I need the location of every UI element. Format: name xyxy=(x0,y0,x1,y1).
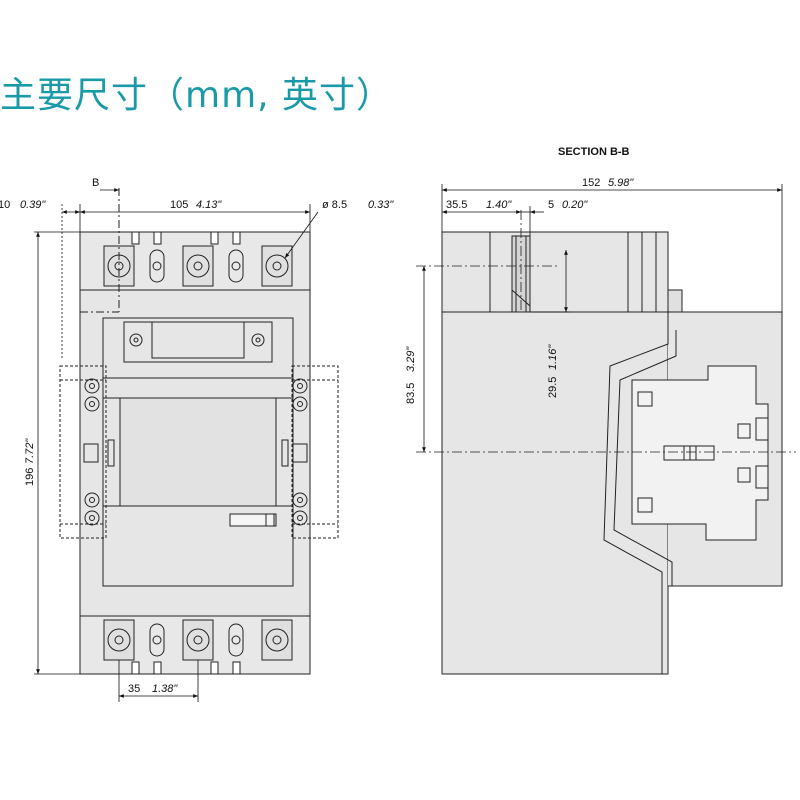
dim-295-mm: 29.5 xyxy=(547,377,559,398)
front-view xyxy=(59,188,339,675)
dim-196-mm: 196 xyxy=(24,468,36,486)
side-view xyxy=(441,231,783,675)
upper-block xyxy=(441,231,669,313)
dim-355-inch: 1.40" xyxy=(486,199,512,211)
section-marker-b: B xyxy=(92,177,99,189)
dim-105-mm: 105 xyxy=(170,199,188,211)
dim-5-mm: 5 xyxy=(548,199,554,211)
dim-196-inch: 7.72" xyxy=(24,438,36,464)
dim-35-mm: 35 xyxy=(128,683,140,695)
left-screws xyxy=(83,378,100,526)
dim-152-mm: 152 xyxy=(582,177,600,189)
right-accessory xyxy=(291,365,339,539)
dim-295-inch: 1.16" xyxy=(547,344,559,370)
dim-105-inch: 4.13" xyxy=(196,199,222,211)
bottom-terminal-holes xyxy=(103,619,293,661)
dim-10-inch: 0.39" xyxy=(20,199,46,211)
dim-5-inch: 0.20" xyxy=(562,199,588,211)
dim-355-mm: 35.5 xyxy=(446,199,467,211)
section-title: SECTION B-B xyxy=(558,146,630,158)
top-terminal-holes xyxy=(103,245,293,287)
left-accessory xyxy=(59,365,107,539)
dim-10-mm: 10 xyxy=(0,199,10,211)
side-dimensions xyxy=(422,184,783,452)
dim-835-inch: 3.29" xyxy=(405,346,417,372)
side-centerlines xyxy=(416,210,796,453)
front-dimensions xyxy=(34,188,319,702)
dim-152-inch: 5.98" xyxy=(608,177,634,189)
page-title: 主要尺寸（mm, 英寸） xyxy=(0,75,394,116)
dim-835-mm: 83.5 xyxy=(405,383,417,404)
right-screws xyxy=(292,378,308,526)
dim-35-inch: 1.38" xyxy=(152,683,178,695)
dim-hole-mm: ø 8.5 xyxy=(322,199,347,211)
dim-hole-inch: 0.33" xyxy=(368,199,394,211)
